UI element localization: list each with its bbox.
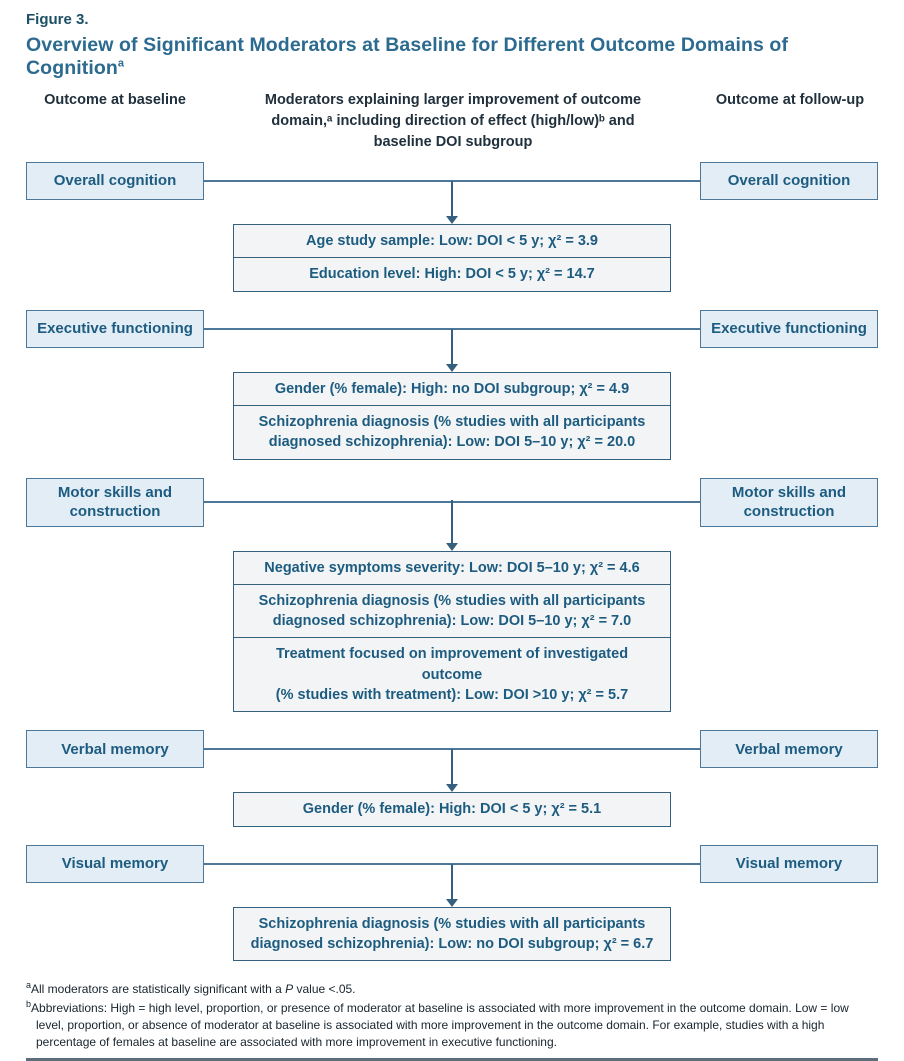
outcome-followup-box: Overall cognition [700, 162, 878, 201]
outcome-baseline-box: Verbal memory [26, 730, 204, 769]
down-arrow [26, 749, 878, 793]
arrow-line [451, 328, 453, 365]
outcome-row: Overall cognition Overall cognition [26, 162, 878, 201]
column-header-followup: Outcome at follow-up [715, 92, 865, 108]
footnote-a-marker: a [26, 980, 32, 991]
moderator-item: Age study sample: Low: DOI < 5 y; χ² = 3… [306, 233, 598, 250]
outcome-baseline-box: Overall cognition [26, 162, 204, 201]
moderator-item: Schizophrenia diagnosis (% studies with … [234, 583, 670, 638]
arrow-head-icon [446, 363, 458, 372]
footnote-a-text-end: value <.05. [293, 982, 356, 997]
column-header-baseline: Outcome at baseline [44, 92, 186, 108]
moderator-item: Education level: High: DOI < 5 y; χ² = 1… [234, 257, 670, 290]
arrow-head-icon [446, 542, 458, 551]
domain-row-verbal-memory: Verbal memory Verbal memory Gender (% fe… [26, 730, 878, 827]
arrow-line [451, 499, 453, 544]
outcome-followup-box: Motor skills and construction [700, 477, 878, 527]
outcome-followup-box: Executive functioning [700, 309, 878, 348]
footnote-b-marker: b [26, 999, 32, 1010]
figure-title: Overview of Significant Moderators at Ba… [26, 34, 878, 80]
outcome-baseline-box: Executive functioning [26, 309, 204, 348]
figure-title-text: Overview of Significant Moderators at Ba… [26, 34, 789, 79]
moderator-box: Gender (% female): High: DOI < 5 y; χ² =… [233, 792, 671, 827]
moderator-box: Gender (% female): High: no DOI subgroup… [233, 371, 671, 460]
footnote-b-text: Abbreviations: High = high level, propor… [31, 1001, 849, 1050]
outcome-followup-box: Verbal memory [700, 730, 878, 769]
footnotes: aAll moderators are statistically signif… [26, 979, 878, 1051]
arrow-line [451, 181, 453, 218]
moderator-item: Gender (% female): High: no DOI subgroup… [274, 380, 630, 397]
domain-row-motor-skills: Motor skills and construction Motor skil… [26, 477, 878, 713]
domain-row-visual-memory: Visual memory Visual memory Schizophreni… [26, 844, 878, 962]
column-headers: Outcome at baseline Moderators explainin… [26, 90, 878, 153]
outcome-baseline-box: Motor skills and construction [26, 477, 204, 527]
outcome-followup-box: Visual memory [700, 844, 878, 883]
figure-page: Figure 3. Overview of Significant Modera… [26, 11, 878, 1061]
down-arrow [26, 328, 878, 372]
down-arrow [26, 181, 878, 225]
arrow-head-icon [446, 216, 458, 225]
arrow-head-icon [446, 784, 458, 793]
moderator-box: Negative symptoms severity: Low: DOI 5–1… [233, 550, 671, 713]
down-arrow [26, 863, 878, 907]
moderator-item: Negative symptoms severity: Low: DOI 5–1… [264, 559, 640, 576]
outcome-row: Executive functioning Executive function… [26, 309, 878, 348]
outcome-baseline-box: Visual memory [26, 844, 204, 883]
outcome-row: Motor skills and construction Motor skil… [26, 477, 878, 527]
footnote-a-italic: P [285, 982, 294, 997]
arrow-line [451, 749, 453, 786]
moderator-item: Gender (% female): High: DOI < 5 y; χ² =… [302, 801, 602, 818]
arrow-line [451, 863, 453, 900]
footnote-b: bAbbreviations: High = high level, propo… [26, 998, 878, 1051]
figure-title-superscript: a [117, 57, 125, 70]
moderator-item: Treatment focused on improvement of inve… [234, 637, 670, 711]
footnote-a: aAll moderators are statistically signif… [26, 979, 878, 998]
domain-row-executive-functioning: Executive functioning Executive function… [26, 309, 878, 460]
moderator-item: Schizophrenia diagnosis (% studies with … [234, 404, 670, 459]
domain-row-overall-cognition: Overall cognition Overall cognition Age … [26, 162, 878, 292]
outcome-row: Verbal memory Verbal memory [26, 730, 878, 769]
column-header-moderators: Moderators explaining larger improvement… [264, 92, 642, 151]
moderator-item: Schizophrenia diagnosis (% studies with … [250, 915, 654, 952]
moderator-box: Schizophrenia diagnosis (% studies with … [233, 906, 671, 962]
arrow-head-icon [446, 898, 458, 907]
footnote-a-text: All moderators are statistically signifi… [31, 982, 286, 997]
figure-label: Figure 3. [26, 11, 89, 28]
down-arrow [26, 499, 878, 551]
moderator-box: Age study sample: Low: DOI < 5 y; χ² = 3… [233, 224, 671, 292]
